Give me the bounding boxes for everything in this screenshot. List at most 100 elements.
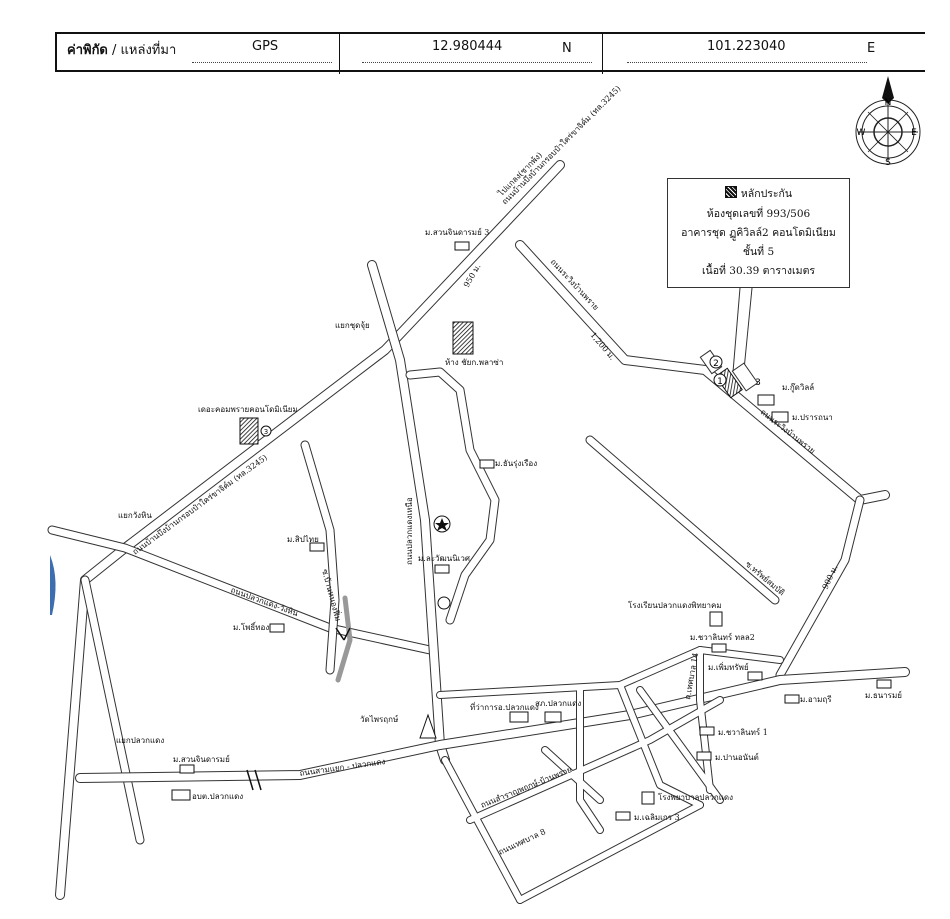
village-icon [771,411,789,423]
legend-line-2: อาคารชุด ฏูคิวิลล์2 คอนโดมิเนียม [681,227,836,239]
village-icon [179,764,195,774]
legend-line-4: เนื้อที่ 30.39 ตารางเมตร [701,265,816,277]
parcel-3 [731,362,759,392]
latitude-underline [362,62,592,63]
label-junction-wanghin: แยกวังหิน [118,511,152,520]
legend-line-3: ชั้นที่ 5 [742,246,775,258]
road-break-marks [246,627,351,791]
coordinates-header: ค่าพิกัด / แหล่งที่มา GPS 12.980444 N 10… [55,32,925,74]
canal [335,595,353,683]
header-divider [339,34,340,74]
label-m-goodvill: ม.กู๊ดวิลล์ [782,382,814,393]
temple-icon [419,713,437,739]
label-m-tanarom: ม.ธนารมย์ [865,690,902,700]
road-rawing [515,240,890,505]
coord-label: ค่าพิกัด / แหล่งที่มา [67,43,177,58]
compass-w: W [857,128,866,138]
hatch-swatch-icon [724,186,737,198]
village-icon [747,671,763,681]
label-m-suansin: ม.สวนจินดารมย์ [173,754,230,764]
marker-1 [713,373,727,387]
village-icon [454,241,470,251]
label-m-pranom: ม.ปานอนันต์ [715,752,759,762]
road-3245 [55,160,565,900]
village-icon [309,542,325,552]
latitude-direction: N [562,41,572,56]
village-icon [784,694,800,704]
village-icon [876,679,892,689]
marker-3b [260,425,272,437]
village-icon [615,811,631,821]
svg-text:1: 1 [717,377,723,387]
road-loop [405,367,500,625]
label-school: โรงเรียนปลวกแดงพิทยาคม [628,600,722,610]
road-left-vertical [80,575,145,845]
label-m-phothong: ม.โพธิ์ทอง [233,621,269,632]
road-south [75,667,910,783]
police-icon [544,711,562,723]
village-icon [479,459,495,469]
compass-e: E [911,128,917,138]
longitude-underline [627,62,867,63]
compass-s: S [885,158,891,168]
label-road-top: ถนนบ้านบึงบ้านกรอบป๋าใคร่ขาจิค์ม (ทล.324… [499,83,622,206]
road-network [47,160,910,904]
village-icon [757,394,775,406]
landmark-icon [437,596,451,610]
label-m-chawarin1: ม.ชวาลินทร์ 1 [718,727,768,737]
label-obt: อบต.ปลวกแดง [192,792,243,801]
label-m-thanaporn: ม.ธันรุ่งเรือง [495,459,537,468]
label-m-prarthana: ม.ปรารถนา [792,413,833,422]
label-road-south: ถนนสามแยก - ปลวกแดง [299,757,386,778]
label-m-chalerm3: ม.เฉลิมเกร 3 [634,813,680,822]
hospital-icon [641,791,655,805]
svg-text:2: 2 [713,359,719,369]
label-m-permsap: ม.เพิ่มทรัพย์ [708,661,749,672]
source-value: GPS [252,39,279,54]
amphoe-icon [509,711,529,723]
label-m-chawarin2: ม.ชวาลินทร์ ทลล2 [690,632,755,642]
label-wat: วัดไพรฤกษ์ [360,714,398,724]
village-icon [699,726,715,736]
label-road-bottom: ถนนสำราญพฤกษ์-บ้านพราย [479,764,573,810]
label-junction-pluak: แยกปลวกแดง [116,736,164,745]
label-m-suansin3: ม.สวนจินดารมย์ 3 [425,227,489,237]
label-m-amaruchi: ม.อามฤรี [800,695,832,704]
road-sapsombat [585,435,780,605]
svg-text:3: 3 [264,428,268,436]
road-soi [300,440,340,675]
label-police: สภ.ปลวกแดง [535,699,581,708]
marker-3: 3 [755,378,761,388]
marker-2 [709,355,723,369]
latitude-value: 12.980444 [432,39,503,54]
source-underline [192,62,332,63]
legend-line-1: ห้องชุดเลขที่ 993/506 [706,208,811,220]
obt-icon [171,789,191,801]
village-icon [711,643,727,653]
label-road-huaipong: ถนนปลวกแดง-วังหิน [229,585,299,618]
village-icon [434,564,450,574]
legend-leader [732,287,741,373]
longitude-value: 101.223040 [707,39,786,54]
property-site: 1 2 3 [699,349,761,399]
building-icons: 3 [171,241,892,821]
label-m-ladawan: ม.ละวัฒนนิเวศ [418,554,470,563]
label-road-mid: ถนนบ้านบึงบ้านกรอบป๋าใคร่ขาจิค์ม (ทล.324… [130,452,269,557]
collateral-legend-box: หลักประกัน ห้องชุดเลขที่ 993/506 อาคารชุ… [667,178,850,288]
road-center-vertical [367,260,450,765]
label-road-vertical: ถนนปลวกแดงเหนือ [405,497,414,565]
longitude-direction: E [867,41,876,56]
road-cross-left [47,525,435,655]
label-junction-chueng: แยกชุดจุ้ย [335,321,370,330]
compass-n: N [885,98,892,108]
plaza-building-icon [452,321,474,355]
label-m-sipthai: ม.สิปไทย [287,535,319,544]
header-bottom-rule [55,70,925,72]
header-divider [602,34,603,74]
village-icon [696,751,712,761]
water-edge [50,555,56,615]
label-road-lower: ถนนเทศบาล 8 [497,827,547,857]
label-hospital: โรงพยาบาลปลวกแดง [658,792,733,802]
north-arrow-compass: N S E W [855,76,921,168]
